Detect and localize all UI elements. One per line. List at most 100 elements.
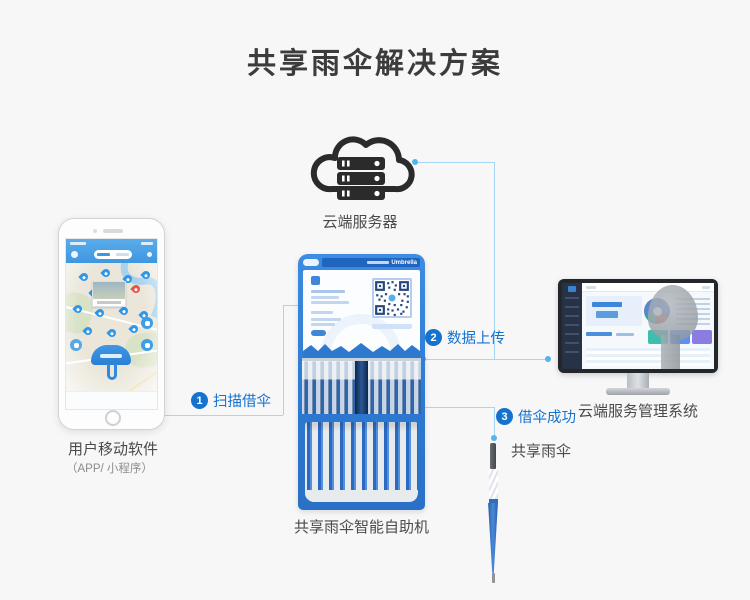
machine-spike-decoration [303, 343, 420, 358]
connector-machine-umbrella-h [423, 407, 494, 408]
qr-code [372, 278, 412, 318]
cloud-server-icon [310, 136, 415, 200]
machine-logo [303, 259, 319, 266]
monitor-base [606, 388, 670, 395]
dashboard-stat-title [592, 302, 622, 307]
connector-dot-cloud [412, 159, 418, 165]
connector-machine-monitor [423, 359, 548, 360]
umbrella-button-label-bar [100, 354, 122, 358]
app-bottom-strip [66, 391, 157, 409]
step-1-scan-borrow: 1 扫描借伞 [191, 390, 271, 411]
monitor-label: 云端服务管理系统 [577, 403, 698, 420]
qr-caption-bar [372, 324, 412, 329]
umbrella-vending-machine: Umbrella [298, 254, 425, 510]
status-bar-carrier [70, 242, 86, 245]
dashboard-topbar [582, 283, 714, 292]
umbrella-tip [491, 573, 495, 583]
map-layers-button [141, 339, 153, 351]
cloud-server-label: 云端服务器 [322, 214, 398, 231]
panel-text-line [311, 323, 335, 326]
machine-header: Umbrella [303, 257, 420, 268]
umbrella-handle [490, 443, 496, 469]
step-1-badge: 1 [191, 392, 208, 409]
rack-left [302, 358, 355, 414]
borrow-umbrella-button [91, 345, 131, 385]
machine-brand-text: Umbrella [391, 259, 417, 266]
dashboard-sub-text [616, 333, 634, 336]
sidebar-logo [568, 286, 576, 292]
monitor-screen [562, 283, 714, 369]
connector-cloud-v [494, 162, 495, 359]
status-bar-battery [141, 242, 153, 245]
phone [58, 218, 165, 430]
tab-unselected [116, 253, 129, 256]
management-monitor [558, 279, 718, 373]
step-3-badge: 3 [496, 408, 513, 425]
step-3-borrow-success: 3 借伞成功 [496, 406, 576, 427]
step-2-data-upload: 2 数据上传 [425, 327, 505, 348]
map-refresh-button [70, 339, 82, 351]
cloud-server [300, 113, 420, 208]
rack-right [368, 358, 421, 414]
connector-dot-monitor [545, 356, 551, 362]
topbar-breadcrumb-bar [586, 286, 596, 289]
panel-text-line [311, 301, 349, 304]
phone-label: 用户移动软件 [68, 441, 159, 458]
phone-sublabel: （APP/ 小程序） [66, 463, 153, 475]
dashboard-link-text [586, 332, 612, 336]
shared-umbrella [485, 443, 501, 591]
connector-dot-umbrella [491, 435, 497, 441]
dashboard-stat-number [596, 311, 618, 318]
monitor-stand [627, 373, 649, 388]
map-info-caption [97, 301, 121, 304]
panel-text-line [311, 290, 345, 293]
panel-text-line [311, 311, 333, 314]
map-view [66, 263, 157, 391]
home-button [105, 410, 121, 426]
umbrella-label: 共享雨伞 [511, 443, 572, 460]
head-skull [648, 285, 698, 341]
qr-center-dot [388, 294, 396, 302]
umbrella-sleeve [488, 469, 498, 499]
map-tab-switcher [94, 250, 132, 259]
dashboard-card-purple [692, 330, 712, 344]
step-1-label: 扫描借伞 [213, 394, 271, 410]
machine-screen-panel [303, 270, 420, 356]
phone-speaker [103, 229, 123, 233]
step-2-badge: 2 [425, 329, 442, 346]
head-silhouette-overlay [648, 285, 700, 369]
panel-text-line [311, 296, 339, 299]
phone-screen [65, 238, 158, 410]
machine-header-text-bar [367, 261, 390, 264]
page-title: 共享雨伞解决方案 [246, 48, 503, 80]
dashboard-sidebar [562, 283, 582, 369]
map-locate-button [141, 317, 153, 329]
umbrella-button-handle [107, 364, 117, 380]
machine-label: 共享雨伞智能自助机 [293, 519, 429, 536]
panel-button [311, 330, 326, 336]
connector-phone-machine-v [283, 305, 284, 415]
connector-machine-umbrella-v2 [494, 407, 495, 438]
phone-camera [93, 229, 97, 233]
topbar-user-bar [702, 286, 710, 289]
head-neck [661, 335, 680, 369]
machine-cabinet [305, 422, 418, 502]
connector-cloud-h [415, 162, 494, 163]
rack-divider [355, 358, 368, 414]
step-2-label: 数据上传 [447, 331, 505, 347]
step-3-label: 借伞成功 [518, 410, 576, 426]
app-header [66, 239, 157, 263]
user-icon [71, 251, 78, 258]
umbrella-rack [302, 358, 421, 414]
umbrella-canopy [488, 503, 498, 573]
machine-header-strip: Umbrella [322, 258, 420, 267]
map-info-photo [93, 282, 125, 299]
tab-selected [97, 253, 110, 256]
panel-text-line [311, 318, 341, 321]
map-info-card [92, 281, 126, 307]
machine-watermark [321, 314, 401, 356]
header-action-icon [147, 252, 152, 257]
rack-rail [302, 358, 421, 361]
umbrella-button-canopy [91, 345, 131, 365]
cabinet-floor [305, 490, 418, 502]
